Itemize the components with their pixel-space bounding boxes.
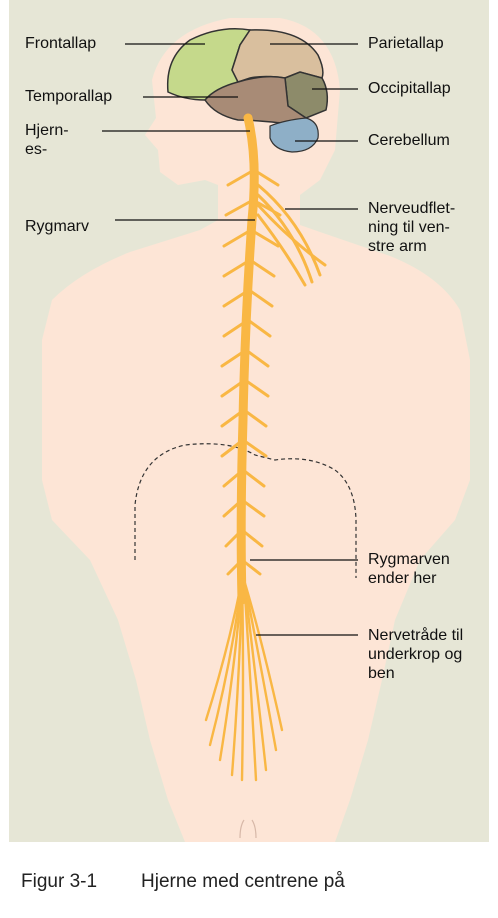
label-rygmarv: Rygmarv [25, 217, 89, 236]
label-rygmarven-ender: Rygmarven ender her [368, 550, 450, 588]
cerebellum-shape [270, 118, 318, 152]
label-temporallap: Temporallap [25, 87, 112, 106]
caption-text: Hjerne med centrene på [141, 871, 345, 893]
figure-caption: Figur 3-1 Hjerne med centrene på [0, 842, 498, 918]
label-cerebellum: Cerebellum [368, 131, 450, 150]
label-occipitallap: Occipitallap [368, 79, 451, 98]
label-hjernestamme: Hjern- es- [25, 121, 69, 159]
label-nervetraade: Nervetråde til underkrop og ben [368, 626, 463, 683]
label-frontallap: Frontallap [25, 34, 96, 53]
label-parietallap: Parietallap [368, 34, 444, 53]
caption-number: Figur 3-1 [21, 871, 97, 893]
label-nerveudfletning: Nerveudflet- ning til ven- stre arm [368, 199, 455, 256]
